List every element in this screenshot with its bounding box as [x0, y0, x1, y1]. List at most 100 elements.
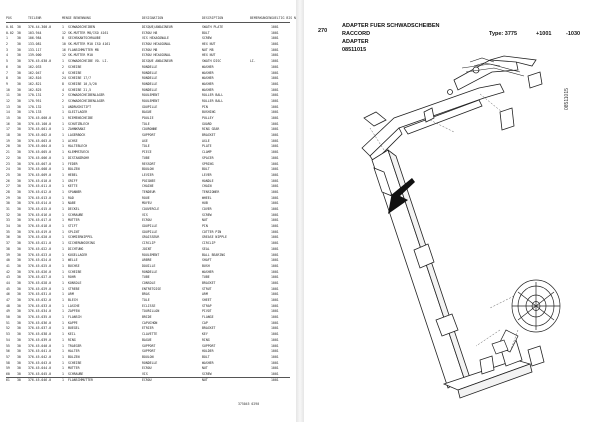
table-cell-nr: 376.45.032.0 — [28, 298, 52, 302]
table-cell-m: 1 — [62, 337, 64, 342]
table-cell-nr: 376.45.040.0 — [28, 343, 52, 348]
table-cell-des: ECROU — [142, 377, 152, 382]
table-cell-desc: CLAMP — [202, 150, 212, 155]
table-cell-pos: 58 — [6, 360, 10, 365]
table-cell-name: SK-MUTTER M10 — [68, 53, 93, 58]
table-cell-pos: 45 — [6, 286, 10, 291]
table-cell-code: 1001 — [271, 121, 279, 126]
table-cell-name: SCHEIBE 10,5/20 — [68, 81, 97, 86]
table-cell-rem: LI. — [250, 59, 256, 64]
table-cell-nr: 376.45.035.0 — [28, 315, 52, 320]
table-cell-q: 30 — [17, 133, 21, 138]
table-cell-m: 1 — [62, 292, 64, 297]
table-cell-nr: 376.45.034.0 — [28, 309, 52, 314]
col-remarks-header: BEMERKUNGEN — [250, 16, 272, 20]
table-cell-name: HALTEBLECH — [68, 144, 88, 149]
table-cell-pos: 61 — [6, 377, 10, 382]
table-cell-desc: SPRING — [202, 161, 214, 166]
table-bottom-rule — [6, 377, 290, 378]
table-cell-desc: BUSHING — [202, 110, 216, 115]
table-cell-code: 1001 — [271, 320, 279, 325]
table-cell-name: SCHEIBE 17/7 — [68, 76, 92, 81]
table-cell-des: TUBE — [142, 155, 150, 160]
table-cell-code: 1001 — [271, 315, 279, 320]
table-cell-nr: 376.45.015.0 — [28, 207, 52, 211]
col-partno-header: TEILENR — [28, 16, 42, 20]
table-cell-m: 1 — [62, 332, 64, 337]
table-cell-code: 1001 — [271, 98, 279, 103]
table-cell-m: 1 — [62, 195, 64, 200]
table-cell-code: 1001 — [271, 366, 279, 371]
table-cell-name: FLANSCHMUTTER M8 — [68, 47, 99, 52]
table-cell-desc: PLATE — [202, 144, 212, 149]
table-cell-q: 30 — [17, 76, 21, 81]
table-cell-name: DECKEL — [68, 207, 80, 211]
table-cell-desc: SPACER — [202, 155, 214, 160]
table-cell-m: 1 — [62, 366, 64, 371]
table-cell-m: 1 — [62, 275, 64, 280]
table-cell-m: 2 — [62, 64, 64, 69]
table-cell-q: 30 — [17, 212, 21, 217]
table-cell-m: 1 — [62, 116, 64, 120]
table-cell-des: GRAISSEUR — [142, 235, 160, 240]
table-cell-des: TOLE — [142, 121, 150, 126]
table-cell-pos: 52 — [6, 326, 10, 331]
table-cell-q: 30 — [17, 235, 21, 240]
table-cell-q: 30 — [17, 59, 21, 64]
table-cell-code: 1001 — [271, 298, 279, 302]
table-cell-pos: 19 — [6, 138, 10, 143]
table-cell-desc: PULLEY — [202, 116, 214, 120]
table-cell-q: 30 — [17, 25, 21, 29]
table-cell-q: 30 — [17, 315, 21, 320]
table-cell-q: 30 — [17, 229, 21, 234]
table-cell-pos: 8 — [6, 76, 8, 81]
table-cell-code: 1001 — [271, 172, 279, 177]
range-from: +1001 — [536, 31, 552, 37]
table-cell-des: ECROU H8 — [142, 30, 158, 35]
table-cell-nr: 376.45.010.0 — [28, 178, 52, 183]
table-cell-pos: 53 — [6, 332, 10, 337]
table-cell-pos: 41 — [6, 263, 10, 268]
table-cell-name: RING — [68, 337, 76, 342]
table-cell-nr: 376.45.019.0 — [28, 229, 52, 234]
table-cell-des: RONDELLE — [142, 70, 158, 75]
table-cell-desc: TENSIONER — [202, 189, 220, 194]
table-cell-desc: PIN — [202, 224, 208, 229]
table-cell-q: 30 — [17, 155, 21, 160]
table-cell-desc: WASHER — [202, 64, 214, 69]
table-cell-q: 30 — [17, 70, 21, 75]
table-cell-name: NABE — [68, 201, 76, 206]
table-cell-pos: 33 — [6, 218, 10, 223]
table-cell-nr: 376.45.041.0 — [28, 349, 52, 354]
main-beam — [371, 148, 473, 389]
table-cell-des: ECLISSE — [142, 303, 156, 308]
table-cell-code: 1001 — [271, 42, 279, 47]
table-cell-q: 30 — [17, 116, 21, 120]
table-cell-code: 1001 — [271, 116, 279, 120]
table-cell-pos: 37 — [6, 241, 10, 246]
table-cell-m: 1 — [62, 138, 64, 143]
table-cell-name: DICHTUNG — [68, 246, 84, 251]
table-cell-q: 30 — [17, 42, 21, 47]
table-cell-pos: 28 — [6, 189, 10, 194]
table-cell-nr: 376.45.038.0 — [28, 332, 52, 337]
table-cell-desc: HEX NUT — [202, 53, 216, 58]
table-cell-code: 1001 — [271, 195, 279, 200]
table-cell-desc: SEAL — [202, 246, 210, 251]
table-cell-code: 1001 — [271, 258, 279, 263]
table-cell-pos: 56 — [6, 349, 10, 354]
table-cell-q: 30 — [17, 30, 21, 35]
table-cell-desc: ROLLER BALL — [202, 93, 224, 98]
table-cell-nr: 103.944 — [28, 30, 42, 35]
diagram-side-code: 08511015 — [564, 88, 570, 110]
table-cell-q: 30 — [17, 150, 21, 155]
table-cell-pos: 42 — [6, 269, 10, 274]
table-cell-m: 1 — [62, 303, 64, 308]
table-cell-q: 30 — [17, 269, 21, 274]
table-cell-name: FEDER — [68, 161, 78, 166]
